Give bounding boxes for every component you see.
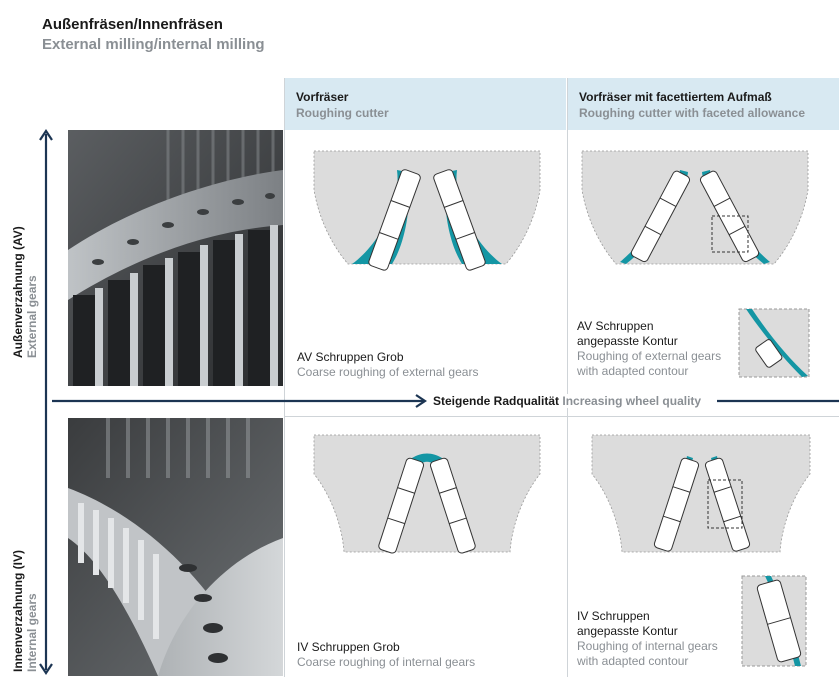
arrow-right-icon <box>52 394 839 408</box>
diagram-av-adapted <box>581 150 809 265</box>
caption-av-coarse: AV Schruppen Grob Coarse roughing of ext… <box>297 350 478 380</box>
caption-de: angepasste Kontur <box>577 624 678 638</box>
caption-iv-coarse: IV Schruppen Grob Coarse roughing of int… <box>297 640 475 670</box>
caption-iv-adapted: IV Schruppen angepasste Kontur Roughing … <box>577 609 718 669</box>
row-label-internal-en: Internal gears <box>25 593 39 672</box>
caption-en: with adapted contour <box>577 364 689 378</box>
diagram-iv-adapted <box>591 434 811 553</box>
grid-divider <box>285 416 839 417</box>
caption-en: Roughing of internal gears <box>577 639 718 653</box>
axis-label-en: Increasing wheel quality <box>562 394 702 408</box>
column-header-de: Vorfräser mit facettiertem Aufmaß <box>579 90 772 104</box>
caption-en: Coarse roughing of internal gears <box>297 655 476 669</box>
row-label-external-en: External gears <box>25 275 39 358</box>
photo-external-gear <box>68 130 283 386</box>
diagram-av-coarse <box>313 150 541 271</box>
page-title: Außenfräsen/Innenfräsen <box>42 16 223 33</box>
axis-label: Steigende Radqualität Increasing wheel q… <box>429 394 706 408</box>
caption-de: angepasste Kontur <box>577 334 678 348</box>
column-header-en: Roughing cutter <box>296 106 389 120</box>
column-header-roughing: Vorfräser Roughing cutter <box>285 78 566 130</box>
row-label-en: Internal gears <box>25 593 39 672</box>
column-header-en: Roughing cutter with faceted allowance <box>579 106 806 120</box>
caption-av-adapted: AV Schruppen angepasste Kontur Roughing … <box>577 319 721 379</box>
caption-de: IV Schruppen <box>577 609 650 623</box>
caption-de: IV Schruppen Grob <box>297 640 400 654</box>
row-label-internal: Innenverzahnung (IV) <box>11 550 25 672</box>
row-label-de: Außenverzahnung (AV) <box>11 226 25 358</box>
caption-en: Coarse roughing of external gears <box>297 365 479 379</box>
grid-divider <box>567 78 568 677</box>
page-subtitle: External milling/internal milling <box>42 36 265 53</box>
row-label-en: External gears <box>25 275 39 358</box>
row-label-external: Außenverzahnung (AV) <box>11 226 25 358</box>
diagram-iv-coarse <box>313 434 541 554</box>
photo-internal-gear <box>68 418 283 676</box>
detail-av-adapted <box>738 308 810 378</box>
axis-label-de: Steigende Radqualität <box>433 394 560 408</box>
caption-de: AV Schruppen Grob <box>297 350 404 364</box>
detail-iv-adapted <box>741 575 807 667</box>
column-header-faceted: Vorfräser mit facettiertem Aufmaß Roughi… <box>568 78 839 130</box>
caption-en: with adapted contour <box>577 654 689 668</box>
row-label-de: Innenverzahnung (IV) <box>11 549 25 672</box>
caption-de: AV Schruppen <box>577 319 654 333</box>
caption-en: Roughing of external gears <box>577 349 722 363</box>
column-header-de: Vorfräser <box>296 90 349 104</box>
double-arrow-icon <box>39 129 53 675</box>
grid-divider <box>284 78 285 677</box>
